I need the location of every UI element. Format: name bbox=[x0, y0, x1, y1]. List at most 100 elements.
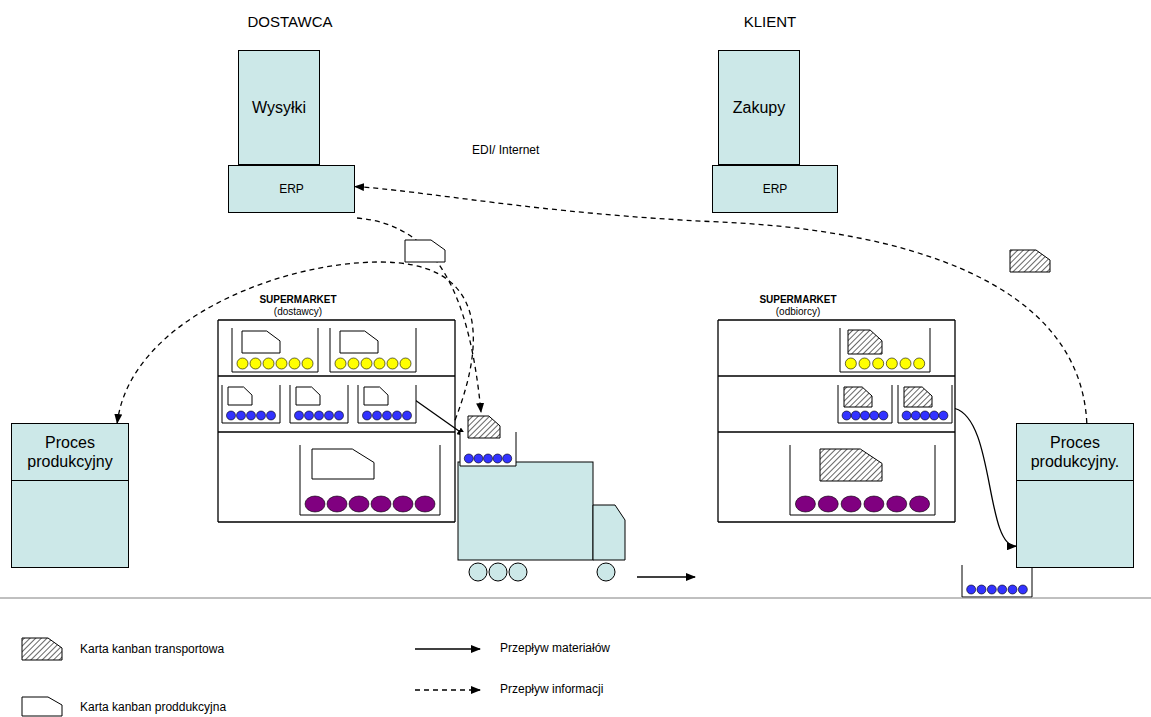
part bbox=[1008, 585, 1017, 594]
legend-samples bbox=[22, 697, 62, 716]
kanban-card bbox=[844, 387, 872, 407]
bin bbox=[840, 328, 930, 372]
information-flow bbox=[355, 187, 1087, 423]
flow-arrows bbox=[637, 576, 695, 577]
bin bbox=[898, 385, 952, 423]
column-heading: KLIENT bbox=[744, 13, 797, 31]
part bbox=[484, 454, 493, 463]
part bbox=[227, 411, 236, 420]
part bbox=[400, 358, 411, 369]
part bbox=[464, 454, 473, 463]
part bbox=[302, 358, 313, 369]
part bbox=[851, 411, 860, 420]
process-box: Proces produkcyjny bbox=[11, 423, 129, 568]
part bbox=[257, 411, 266, 420]
bin bbox=[290, 385, 348, 423]
container-bins bbox=[222, 328, 1032, 597]
box-label: Proces produkcyjny. bbox=[1017, 433, 1133, 471]
part bbox=[374, 358, 385, 369]
information-flow bbox=[117, 262, 473, 423]
kanban-card bbox=[405, 240, 1050, 272]
part bbox=[393, 411, 402, 420]
legend-samples bbox=[415, 648, 480, 649]
system-box: ERP bbox=[228, 165, 355, 213]
kanban-card bbox=[1010, 250, 1050, 272]
kanban-card bbox=[405, 240, 445, 262]
kanban-card bbox=[848, 330, 882, 354]
part bbox=[361, 358, 372, 369]
supermarket-heading: SUPERMARKET(odbiorcy) bbox=[718, 294, 878, 318]
legend-text: Karta kanban transportowa bbox=[80, 642, 224, 656]
box-label: Proces produkcyjny bbox=[12, 433, 128, 471]
part bbox=[795, 496, 815, 512]
bin bbox=[358, 385, 416, 423]
kanban-card bbox=[468, 416, 500, 438]
part bbox=[349, 496, 369, 512]
heading: SUPERMARKET bbox=[718, 294, 878, 306]
kanban-card bbox=[820, 449, 882, 481]
part bbox=[348, 358, 359, 369]
box-label: ERP bbox=[279, 182, 304, 196]
legend-text: Przepływ materiałów bbox=[500, 641, 610, 655]
part bbox=[845, 358, 856, 369]
part bbox=[930, 411, 939, 420]
system-box: Wysyłki bbox=[238, 50, 320, 165]
part bbox=[879, 411, 888, 420]
part bbox=[276, 358, 287, 369]
part bbox=[315, 411, 324, 420]
kanban-card bbox=[312, 449, 374, 479]
kanban-card bbox=[364, 387, 388, 405]
kanban-card bbox=[340, 331, 378, 353]
bin bbox=[962, 565, 1032, 597]
part bbox=[902, 411, 911, 420]
part bbox=[859, 358, 870, 369]
truck bbox=[458, 462, 625, 581]
process-header: Proces produkcyjny. bbox=[1017, 424, 1133, 481]
part bbox=[371, 496, 391, 512]
truck bbox=[593, 505, 625, 560]
kanban-card bbox=[228, 387, 252, 405]
supermarket-area: SUPERMARKET(odbiorcy) bbox=[718, 292, 955, 525]
box-label: ERP bbox=[763, 182, 788, 196]
part bbox=[305, 411, 314, 420]
bin bbox=[790, 445, 935, 515]
part bbox=[237, 411, 246, 420]
part bbox=[383, 411, 392, 420]
part bbox=[474, 454, 483, 463]
part bbox=[415, 496, 435, 512]
part bbox=[914, 358, 925, 369]
box-label: Wysyłki bbox=[252, 98, 306, 117]
part bbox=[327, 496, 347, 512]
system-box: Zakupy bbox=[718, 50, 800, 165]
truck bbox=[597, 563, 615, 581]
part bbox=[387, 358, 398, 369]
process-header: Proces produkcyjny bbox=[12, 424, 128, 481]
supermarket-heading: SUPERMARKET(dostawcy) bbox=[218, 294, 378, 318]
legend-samples bbox=[0, 598, 1151, 716]
part bbox=[289, 358, 300, 369]
part bbox=[910, 496, 930, 512]
part bbox=[870, 411, 879, 420]
part bbox=[247, 411, 256, 420]
part bbox=[335, 358, 346, 369]
system-box: ERP bbox=[712, 165, 838, 213]
material-flow bbox=[955, 409, 1016, 547]
bin bbox=[330, 328, 416, 372]
part bbox=[911, 411, 920, 420]
edge-label: EDI/ Internet bbox=[470, 143, 541, 157]
legend-text: Przepływ informacji bbox=[500, 682, 603, 696]
part bbox=[237, 358, 248, 369]
flow-arrows bbox=[415, 400, 466, 436]
legend-text: Karta kanban proddukcyjna bbox=[80, 700, 226, 714]
part bbox=[325, 411, 334, 420]
part bbox=[335, 411, 344, 420]
part bbox=[363, 411, 372, 420]
part bbox=[977, 585, 986, 594]
part bbox=[841, 496, 861, 512]
part bbox=[305, 496, 325, 512]
part bbox=[842, 411, 851, 420]
part bbox=[250, 358, 261, 369]
legend-samples bbox=[415, 689, 480, 690]
truck bbox=[509, 563, 527, 581]
